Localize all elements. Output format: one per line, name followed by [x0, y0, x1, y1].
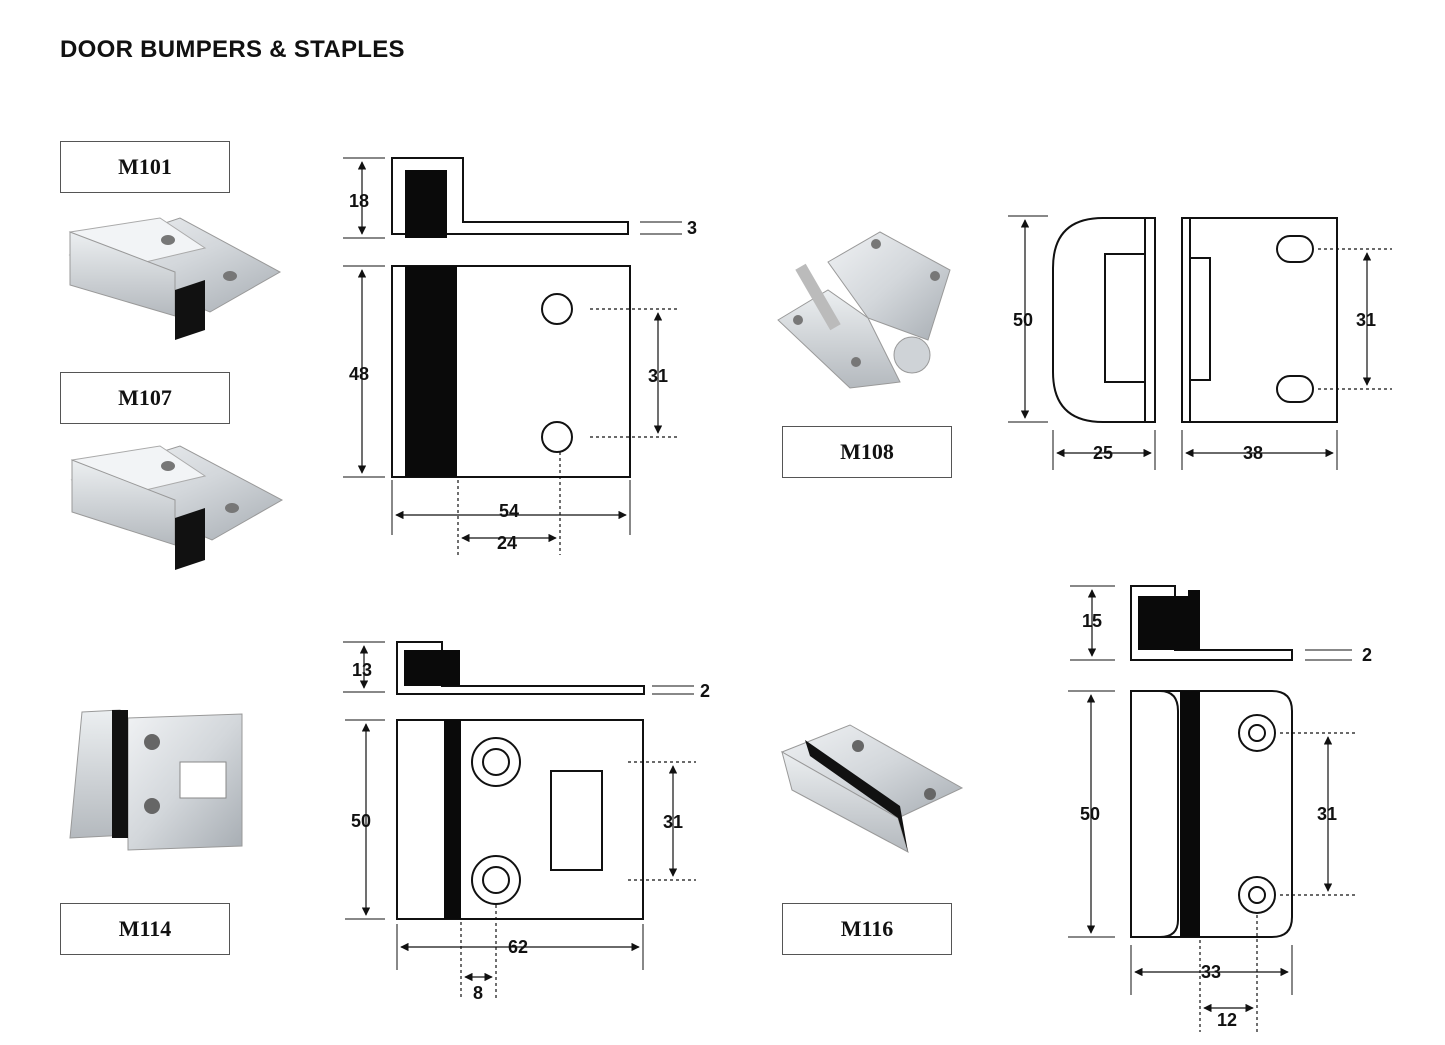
drawing-m101 [343, 157, 682, 555]
product-label-m114: M114 [60, 903, 230, 955]
slot-hole [1276, 375, 1314, 403]
product-image-m114 [69, 709, 243, 851]
dim-label: 18 [349, 191, 369, 211]
rubber-strip-side [405, 170, 447, 238]
mounting-hole [541, 421, 573, 453]
dim-label: 24 [497, 533, 517, 553]
dim-label: 31 [1356, 310, 1376, 330]
product-image-m107 [70, 445, 284, 570]
dim-label: 8 [473, 983, 483, 1003]
product-label-m116: M116 [782, 903, 952, 955]
product-image-m101 [68, 217, 282, 340]
rubber-strip [405, 266, 457, 477]
dim-label: 50 [1080, 804, 1100, 824]
dim-label: 31 [1317, 804, 1337, 824]
product-label-m101: M101 [60, 141, 230, 193]
rubber-strip [1180, 691, 1200, 937]
dim-label: 50 [1013, 310, 1033, 330]
drawing-m108 [1008, 215, 1392, 470]
product-label-m108: M108 [782, 426, 952, 478]
mounting-hole [541, 293, 573, 325]
dim-label: 38 [1243, 443, 1263, 463]
product-image-m108 [777, 231, 951, 389]
product-image-m116 [780, 724, 964, 854]
dim-label: 31 [648, 366, 668, 386]
dim-label: 48 [349, 364, 369, 384]
staple-slot [550, 770, 603, 871]
product-label-m107: M107 [60, 372, 230, 424]
dim-label: 12 [1217, 1010, 1237, 1030]
rubber-strip [444, 720, 461, 919]
dim-label: 2 [1362, 645, 1372, 665]
dim-label: 15 [1082, 611, 1102, 631]
dim-label: 25 [1093, 443, 1113, 463]
drawing-m116 [1068, 585, 1357, 1032]
dim-label: 33 [1201, 962, 1221, 982]
drawing-m114 [343, 641, 696, 998]
slot-hole [1276, 235, 1314, 263]
dim-label: 13 [352, 660, 372, 680]
dim-label: 62 [508, 937, 528, 957]
dim-label: 2 [700, 681, 710, 701]
dim-label: 3 [687, 218, 697, 238]
dim-label: 50 [351, 811, 371, 831]
dim-label: 54 [499, 501, 519, 521]
dim-label: 31 [663, 812, 683, 832]
page-title: DOOR BUMPERS & STAPLES [60, 36, 405, 63]
